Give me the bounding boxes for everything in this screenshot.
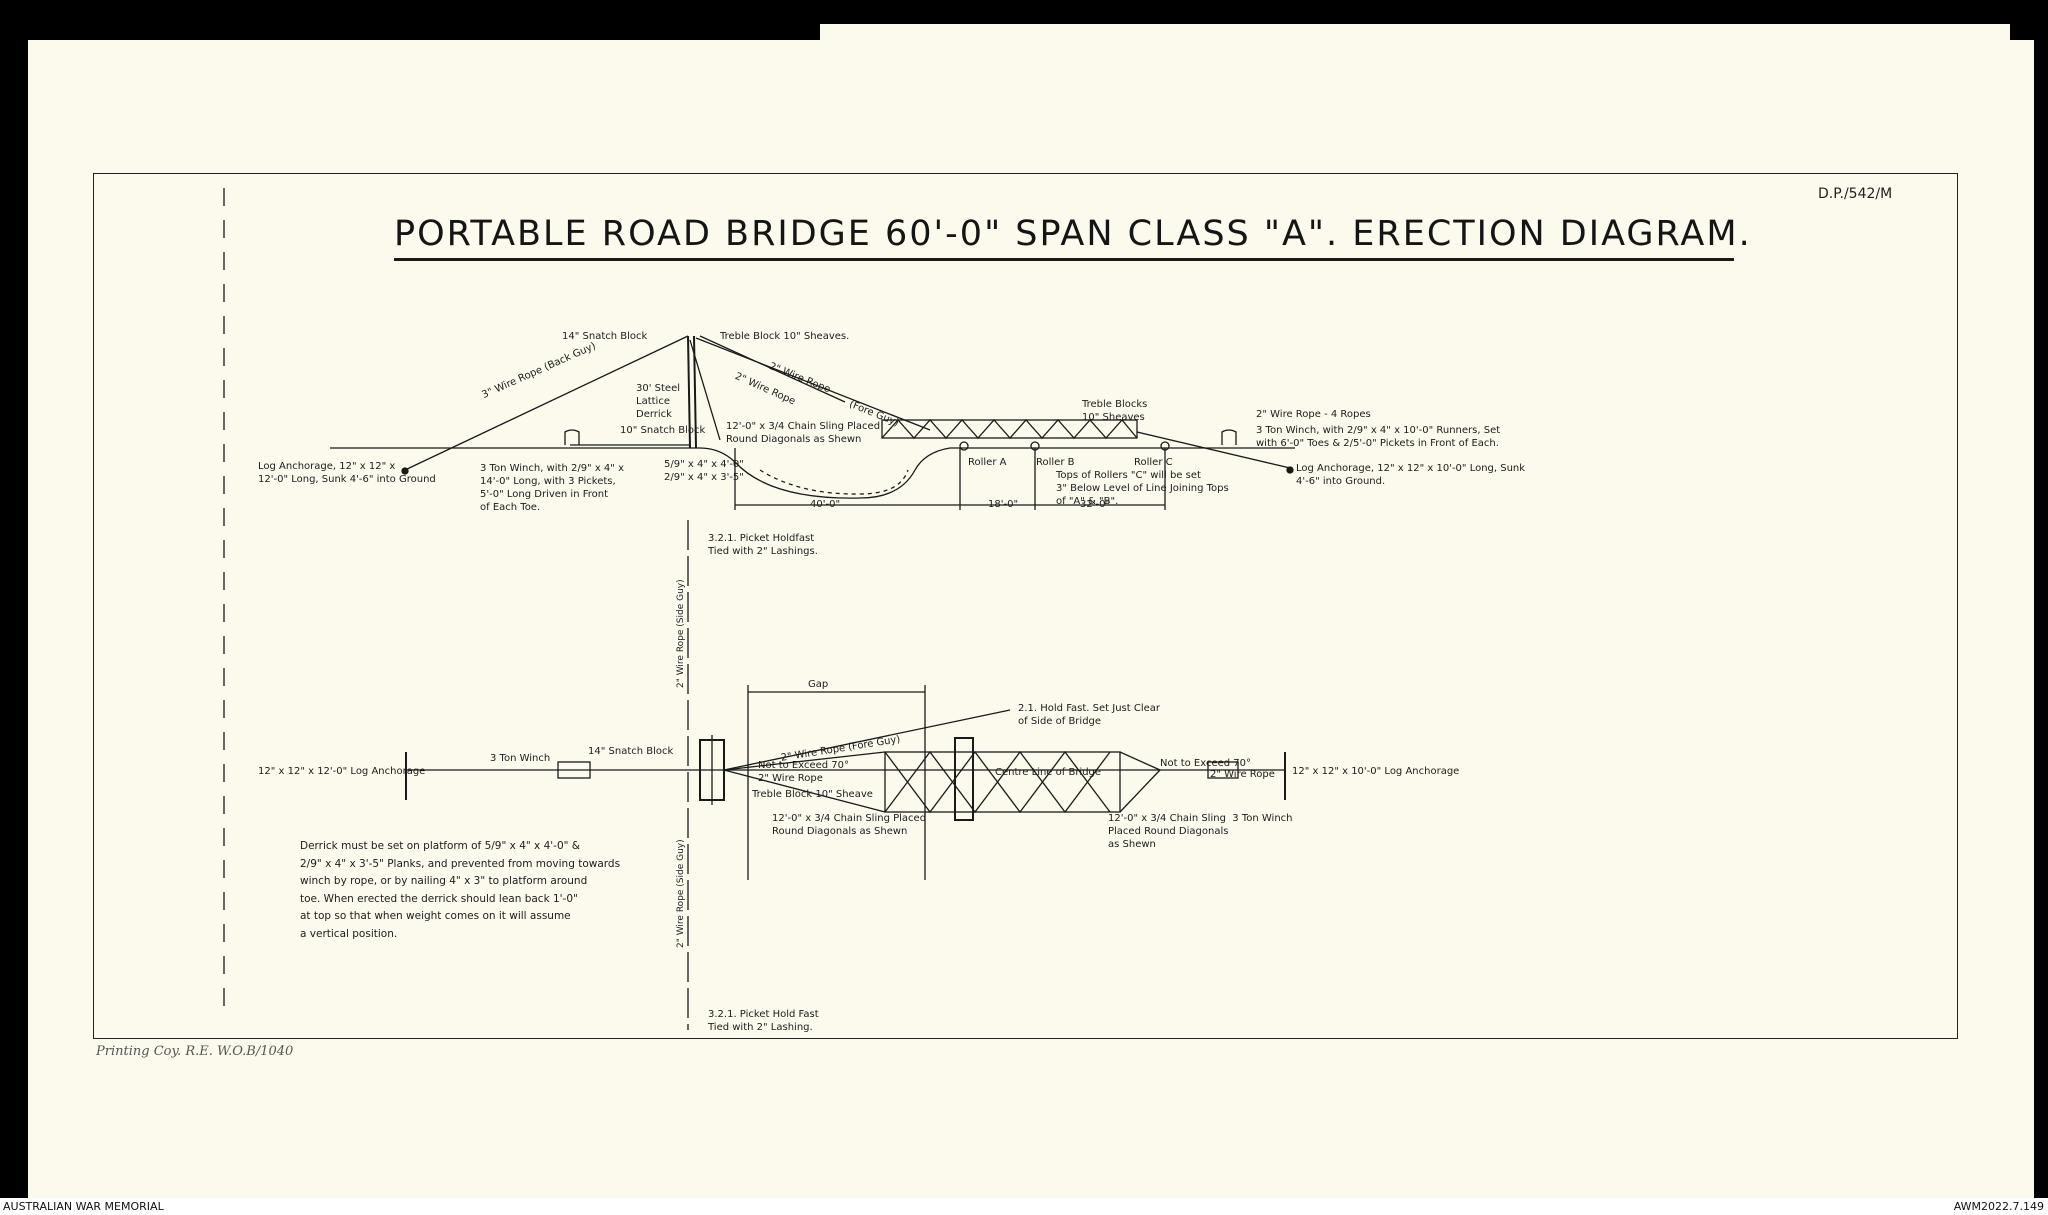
label-side-guy-bottom: 2" Wire Rope (Side Guy) [676,839,686,948]
water-line [759,469,909,495]
label-plan-log-right: 12" x 12" x 10'-0" Log Anchorage [1292,766,1460,777]
label-plan-log-left: 12" x 12" x 12'-0" Log Anchorage [258,766,426,777]
paper-fold-tab [820,24,2010,44]
plan-winch-right [1207,761,1239,779]
label-chain-sling: 12'-0" x 3/4 Chain Sling Placed Round Di… [726,421,881,445]
label-snatch-top: 14" Snatch Block [562,331,648,342]
label-picket-top: 3.2.1. Picket Holdfast Tied with 2" Lash… [708,533,818,557]
fore-rope [699,335,846,403]
derrick-mast [687,335,691,449]
label-dim-3: 32'-0" [1080,499,1111,510]
label-treble: Treble Block 10" Sheave [752,789,873,800]
footer-right: AWM2022.7.149 [1953,1200,2044,1213]
winch-right [1221,429,1237,445]
winch-left [564,429,580,445]
drawing-reference: D.P./542/M [1818,186,1893,202]
label-wire-4-ropes: 2" Wire Rope - 4 Ropes [1256,409,1371,420]
label-plan-winch: 3 Ton Winch [490,753,551,764]
label-dim-2: 18'-0" [988,499,1019,510]
label-roller-b: Roller B [1036,457,1075,468]
label-log-left: Log Anchorage, 12" x 12" x 12'-0" Long, … [258,461,436,485]
derrick-note: Derrick must be set on platform of 5/9" … [300,840,621,940]
label-gap: Gap [808,679,829,690]
label-derrick: 30' Steel Lattice Derrick [636,383,681,420]
back-guy-rope [404,335,689,471]
label-plan-snatch: 14" Snatch Block [588,746,674,757]
label-holdfast: 2.1. Hold Fast. Set Just Clear of Side o… [1018,703,1161,727]
label-roller-a: Roller A [968,457,1007,468]
drawing-frame [93,173,1958,1039]
label-dim-1: 40'-0" [810,499,841,510]
plan-fore-guy [723,709,1011,771]
footer-left: AUSTRALIAN WAR MEMORIAL [3,1200,164,1213]
plan-roller-block [954,737,974,821]
drawing-sheet [28,40,2034,1198]
label-treble-top: Treble Block 10" Sheaves. [720,331,850,342]
footer-bar [0,1198,2048,1215]
printer-imprint: Printing Coy. R.E. W.O.B/1040 [96,1044,294,1059]
label-snatch-low: 10" Snatch Block [620,425,706,436]
label-centre-line: Centre Line of Bridge [995,767,1102,778]
label-log-right: Log Anchorage, 12" x 12" x 10'-0" Long, … [1296,463,1526,487]
ground-line [330,447,1295,499]
elevation-view [330,335,1295,510]
plan-winch-left [557,761,591,779]
drawing-title: PORTABLE ROAD BRIDGE 60'-0" SPAN CLASS "… [394,214,1750,261]
label-winch-right: 3 Ton Winch, with 2/9" x 4" x 10'-0" Run… [1256,425,1501,449]
label-side-guy-top: 2" Wire Rope (Side Guy) [676,579,686,688]
label-picket-bottom: 3.2.1. Picket Hold Fast Tied with 2" Las… [708,1009,819,1033]
label-treble-blocks: Treble Blocks 10" Sheaves [1082,399,1148,423]
label-planks: 5/9" x 4" x 4'-0" 2/9" x 4" x 3'-5" [664,459,744,483]
right-winch-rope [1136,431,1291,469]
label-wire-right: 2" Wire Rope [1210,769,1275,780]
label-chain-left: 12'-0" x 3/4 Chain Sling Placed Round Di… [772,813,927,837]
label-rollers-note: Tops of Rollers "C" will be set 3" Below… [1056,470,1229,507]
plan-view [405,520,1286,1030]
roller-a-mark [959,441,969,451]
label-winch-left: 3 Ton Winch, with 2/9" x 4" x 14'-0" Lon… [480,463,624,513]
fore-guy-rope [695,337,931,431]
label-roller-c: Roller C [1134,457,1173,468]
label-not-exceed-right: Not to Exceed 70° [1160,758,1252,769]
label-not-exceed-left: Not to Exceed 70° 2" Wire Rope [758,760,850,784]
plan-bridge [884,751,1121,813]
label-chain-right: 12'-0" x 3/4 Chain Sling 3 Ton Winch Pla… [1108,813,1293,850]
